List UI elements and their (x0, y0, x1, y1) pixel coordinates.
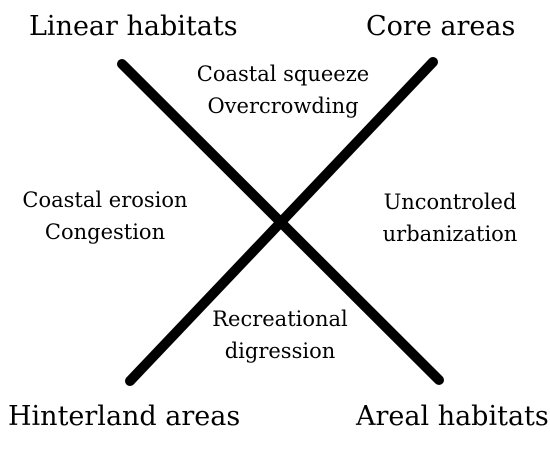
corner-label-top-left: Linear habitats (29, 11, 238, 42)
corner-label-bottom-left: Hinterland areas (8, 401, 241, 432)
quadrant-label-top: Coastal squeeze Overcrowding (186, 58, 380, 122)
quadrant-right-line-1: Uncontroled (383, 190, 517, 214)
quadrant-label-left: Coastal erosion Congestion (10, 184, 200, 248)
corner-label-bottom-right: Areal habitats (356, 401, 549, 432)
quadrant-bottom-line-1: Recreational (212, 307, 348, 331)
quadrant-left-line-1: Coastal erosion (22, 188, 188, 212)
quadrant-right-line-2: urbanization (382, 222, 518, 246)
quadrant-top-line-1: Coastal squeeze (196, 62, 370, 86)
quadrant-label-right: Uncontroled urbanization (370, 186, 530, 250)
quadrant-left-line-2: Congestion (44, 220, 166, 244)
diagonal-line-ascending (125, 57, 438, 386)
quadrant-label-bottom: Recreational digression (200, 303, 360, 367)
corner-label-top-right: Core areas (366, 11, 516, 42)
quadrant-bottom-line-2: digression (224, 339, 336, 363)
quadrant-top-line-2: Overcrowding (207, 94, 359, 118)
